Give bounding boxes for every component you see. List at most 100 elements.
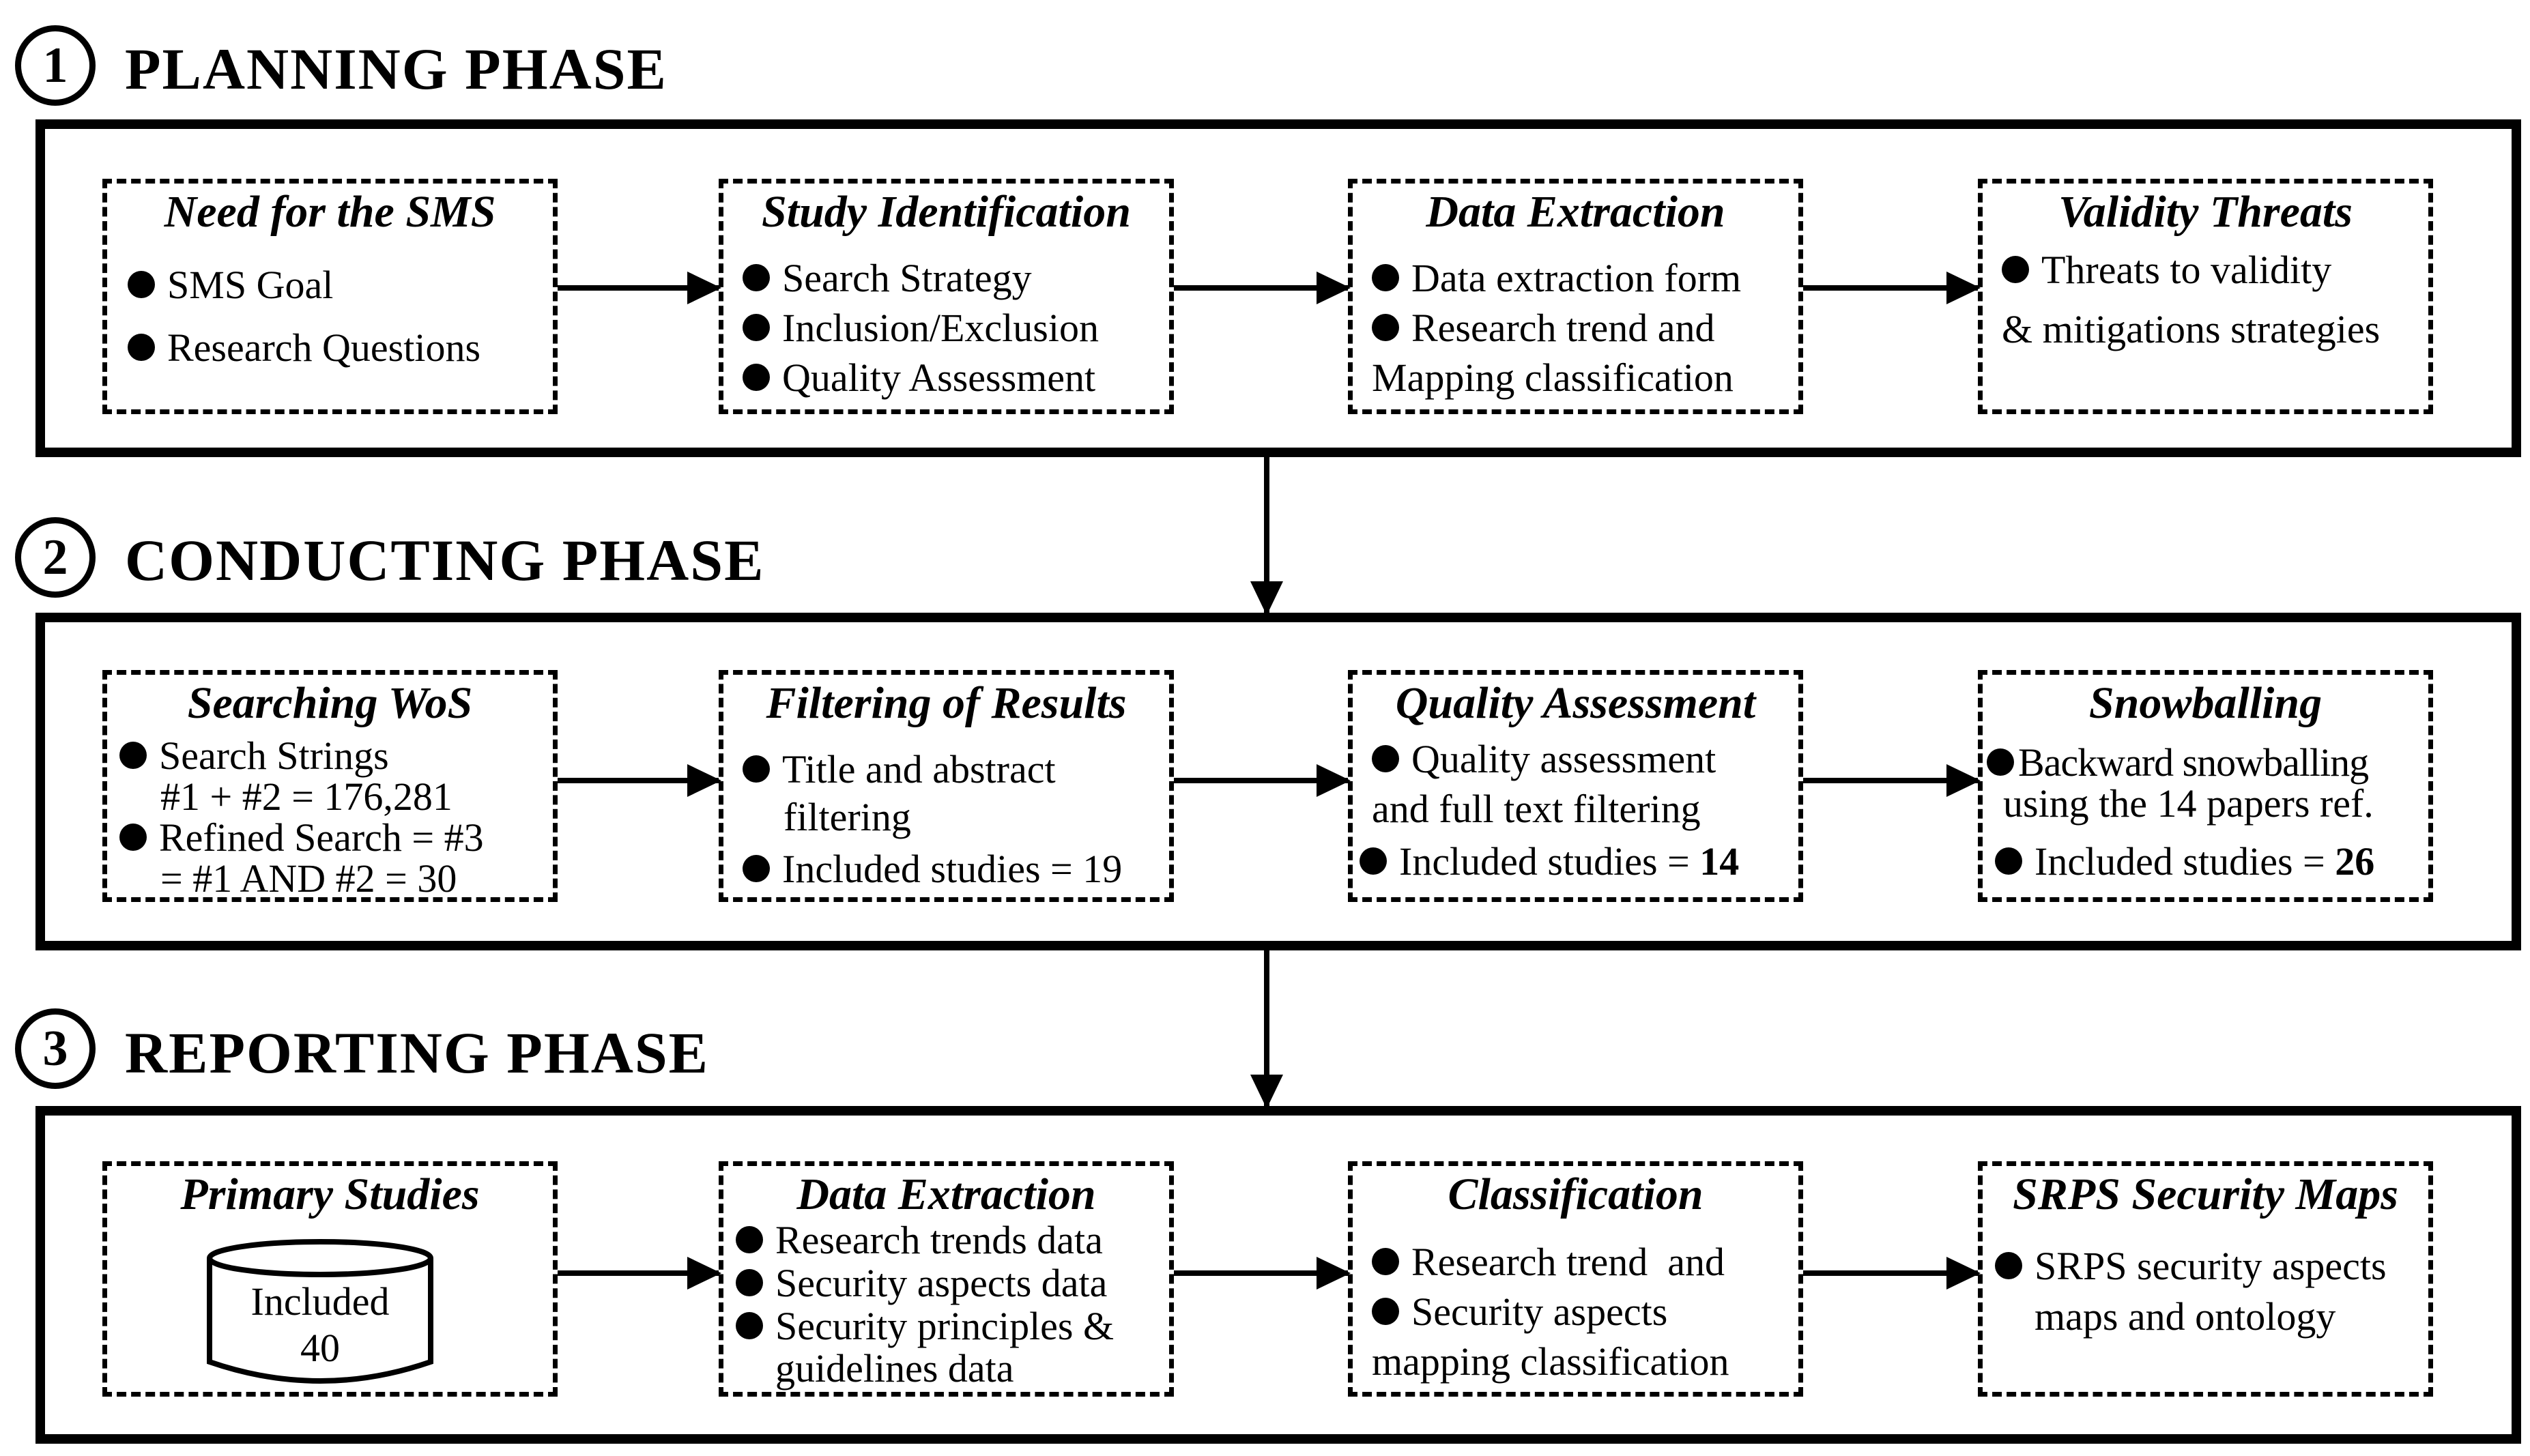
flow-arrow <box>1803 1257 1981 1290</box>
step-title: Classification <box>1448 1169 1704 1219</box>
text-line: #1 + #2 = 176,281 <box>160 774 452 819</box>
bullet-line: Included studies = 14 <box>1360 842 1739 882</box>
phase-title: REPORTING PHASE <box>125 1020 710 1086</box>
bullet-line: Security principles & <box>736 1307 1114 1346</box>
bullet-icon <box>743 264 770 291</box>
step-title: Validity Threats <box>2058 187 2353 237</box>
bullet-line: Included studies = 26 <box>1995 842 2374 882</box>
flow-arrow <box>558 1257 721 1290</box>
database-count: 40 <box>300 1326 340 1370</box>
flow-arrow <box>558 764 721 797</box>
text-line: = #1 AND #2 = 30 <box>160 856 457 901</box>
phase-number: 3 <box>42 1020 68 1077</box>
flow-arrow <box>558 272 721 304</box>
step-box-classification: Classification Research trend and Securi… <box>1348 1161 1803 1397</box>
bullet-icon <box>743 855 770 882</box>
bullet-icon <box>736 1312 763 1339</box>
bullet-icon <box>1372 1248 1399 1275</box>
bullet-line: Search Strategy <box>743 259 1032 298</box>
bullet-line: Research trend and <box>1372 1242 1725 1282</box>
step-box-need-for-sms: Need for the SMS SMS Goal Research Quest… <box>102 179 558 414</box>
bullet-line: Research trend and <box>1372 308 1714 348</box>
bullet-line: SMS Goal <box>128 265 333 305</box>
bullet-line: Inclusion/Exclusion <box>743 308 1099 348</box>
step-title: Snowballing <box>2088 678 2323 728</box>
included-count: 26 <box>2335 839 2375 884</box>
bullet-icon <box>743 755 770 783</box>
phase-number-badge: 2 <box>15 517 96 598</box>
bullet-icon <box>128 271 155 298</box>
step-box-snowballing: Snowballing Backward snowballing using t… <box>1978 670 2433 902</box>
phase-number: 1 <box>42 37 68 93</box>
step-box-searching-wos: Searching WoS Search Strings #1 + #2 = 1… <box>102 670 558 902</box>
bullet-line: SRPS security aspects <box>1995 1247 2387 1286</box>
phase-number: 2 <box>42 529 68 585</box>
step-box-srps-security-maps: SRPS Security Maps SRPS security aspects… <box>1978 1161 2433 1397</box>
flow-arrow <box>1174 1257 1351 1290</box>
bullet-icon <box>119 742 147 769</box>
bullet-line: Refined Search = #3 <box>119 818 484 858</box>
bullet-icon <box>1372 745 1399 772</box>
bullet-icon <box>743 364 770 391</box>
included-count: 14 <box>1699 839 1740 884</box>
step-title: Need for the SMS <box>164 187 496 237</box>
bullet-icon <box>1995 1252 2022 1279</box>
step-title: Primary Studies <box>180 1169 480 1219</box>
step-title: Data Extraction <box>1426 187 1725 237</box>
phase-title: CONDUCTING PHASE <box>125 527 765 593</box>
step-box-quality-assessment: Quality Assessment Quality assessment an… <box>1348 670 1803 902</box>
bullet-icon <box>1360 847 1387 875</box>
bullet-icon <box>128 334 155 361</box>
database-label: Included <box>250 1279 390 1324</box>
bullet-icon <box>119 824 147 851</box>
phase-transition-arrow <box>1250 457 1283 615</box>
flow-arrow <box>1803 764 1981 797</box>
phase-number-badge: 3 <box>15 1008 96 1089</box>
text-line: filtering <box>784 795 911 839</box>
phase-number-badge: 1 <box>15 25 96 106</box>
bullet-line: Research trends data <box>736 1221 1103 1260</box>
flow-arrow <box>1174 764 1351 797</box>
step-box-data-extraction: Data Extraction Data extraction form Res… <box>1348 179 1803 414</box>
bullet-icon <box>1995 847 2022 875</box>
bullet-line: Search Strings <box>119 736 389 776</box>
bullet-line: Title and abstract <box>743 750 1056 789</box>
bullet-line: Security aspects data <box>736 1264 1107 1303</box>
step-box-study-identification: Study Identification Search Strategy Inc… <box>719 179 1174 414</box>
bullet-line: Included studies = 19 <box>743 849 1122 889</box>
step-title: Quality Assessment <box>1395 678 1756 728</box>
bullet-line: Backward snowballing <box>1987 743 2369 783</box>
phase-title: PLANNING PHASE <box>125 36 667 102</box>
step-title: Searching WoS <box>187 678 473 728</box>
phase-transition-arrow <box>1250 950 1283 1109</box>
text-line: and full text filtering <box>1372 787 1701 831</box>
step-title: Study Identification <box>762 187 1131 237</box>
step-box-filtering-results: Filtering of Results Title and abstract … <box>719 670 1174 902</box>
step-box-primary-studies: Primary Studies Included 40 <box>102 1161 558 1397</box>
bullet-line: Data extraction form <box>1372 259 1741 298</box>
step-title: Filtering of Results <box>766 678 1127 728</box>
step-box-validity-threats: Validity Threats Threats to validity & m… <box>1978 179 2433 414</box>
text-line: maps and ontology <box>2035 1294 2336 1339</box>
flow-arrow <box>1803 272 1981 304</box>
step-title: Data Extraction <box>796 1169 1096 1219</box>
text-line: mapping classification <box>1372 1339 1729 1384</box>
bullet-line: Threats to validity <box>2002 250 2331 290</box>
bullet-icon <box>1372 1298 1399 1325</box>
bullet-icon <box>743 314 770 341</box>
bullet-line: Quality assessment <box>1372 740 1716 779</box>
text-line: Mapping classification <box>1372 355 1734 400</box>
bullet-icon <box>1987 748 2014 776</box>
bullet-icon <box>1372 264 1399 291</box>
text-line: & mitigations strategies <box>2002 307 2381 351</box>
bullet-icon <box>2002 256 2029 283</box>
bullet-line: Research Questions <box>128 328 480 368</box>
bullet-icon <box>736 1269 763 1296</box>
step-box-data-extraction-reporting: Data Extraction Research trends data Sec… <box>719 1161 1174 1397</box>
database-icon <box>207 1239 433 1384</box>
text-line: guidelines data <box>775 1346 1014 1391</box>
step-title: SRPS Security Maps <box>2013 1169 2398 1219</box>
bullet-line: Quality Assessment <box>743 358 1095 398</box>
text-line: using the 14 papers ref. <box>2003 781 2374 826</box>
flow-arrow <box>1174 272 1351 304</box>
